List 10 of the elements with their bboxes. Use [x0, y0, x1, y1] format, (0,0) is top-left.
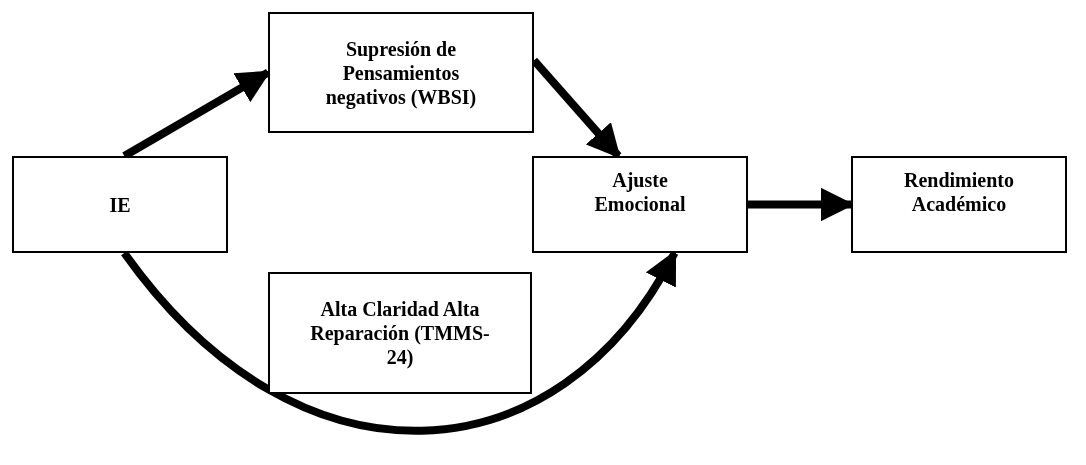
process-box: [12, 156, 228, 253]
process-box: [532, 156, 748, 253]
process-box: [851, 156, 1067, 253]
process-box: [268, 12, 534, 133]
box-label: Supresión de Pensamientos negativos (WBSI): [324, 36, 478, 109]
process-box: [268, 272, 532, 394]
box-label: Ajuste Emocional: [593, 168, 687, 216]
box-label: IE: [109, 192, 131, 217]
box-label: Alta Claridad Alta Reparación (TMMS-24): [310, 297, 490, 369]
box-label: Rendimiento Académico: [903, 168, 1015, 216]
